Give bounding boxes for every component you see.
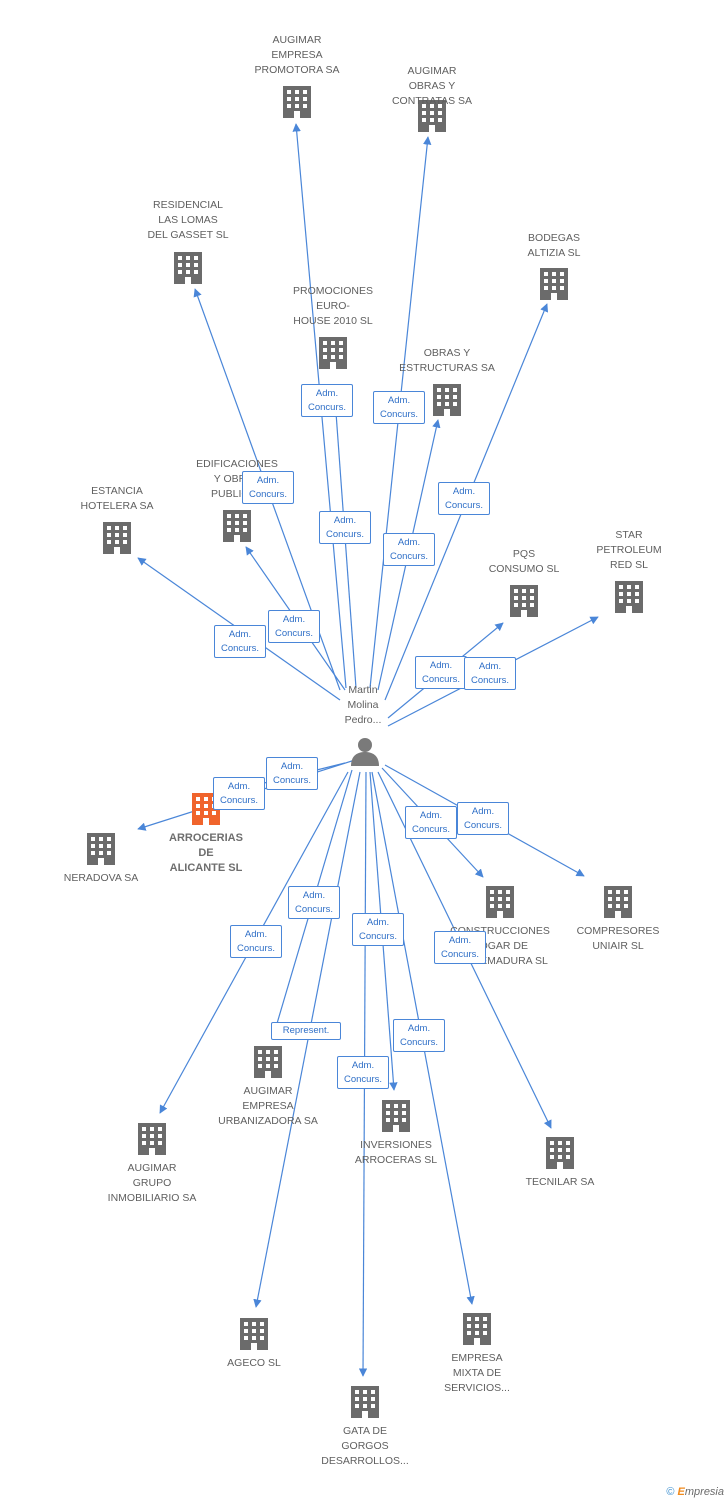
building-icon[interactable] (510, 585, 538, 617)
center-person-label[interactable]: Martin Molina Pedro... (344, 684, 382, 726)
building-icon[interactable] (486, 886, 514, 918)
relation-label-ageco[interactable]: Represent. (271, 1022, 341, 1040)
company-label-augimar_promotora[interactable]: AUGIMAR EMPRESA PROMOTORA SA (254, 34, 340, 76)
company-label-augimar_grupo[interactable]: AUGIMAR GRUPO INMOBILIARIO SA (107, 1162, 197, 1204)
company-label-augimar_urbanizadora[interactable]: AUGIMAR EMPRESA URBANIZADORA SA (218, 1085, 318, 1127)
company-label-obras_estructuras[interactable]: OBRAS Y ESTRUCTURAS SA (399, 347, 495, 374)
building-icon[interactable] (382, 1100, 410, 1132)
relation-label-augimar_grupo[interactable]: Adm. Concurs. (230, 925, 282, 958)
building-icon[interactable] (463, 1313, 491, 1345)
building-icon[interactable] (87, 833, 115, 865)
building-icon[interactable] (604, 886, 632, 918)
relation-label-compresores[interactable]: Adm. Concurs. (457, 802, 509, 835)
building-icon[interactable] (138, 1123, 166, 1155)
company-label-star[interactable]: STAR PETROLEUM RED SL (596, 529, 662, 571)
company-label-arrocerias[interactable]: ARROCERIAS DE ALICANTE SL (169, 832, 243, 874)
relation-label-star[interactable]: Adm. Concurs. (464, 657, 516, 690)
company-label-pqs[interactable]: PQS CONSUMO SL (488, 548, 560, 575)
relation-label-estancia[interactable]: Adm. Concurs. (214, 625, 266, 658)
relation-label-residencial[interactable]: Adm. Concurs. (268, 610, 320, 643)
copyright-icon: © (666, 1486, 675, 1498)
relation-label-obras_estructuras[interactable]: Adm. Concurs. (373, 391, 425, 424)
relation-label-tecnilar[interactable]: Adm. Concurs. (434, 931, 486, 964)
company-label-estancia[interactable]: ESTANCIA HOTELERA SA (80, 485, 154, 512)
relation-label-gata[interactable]: Adm. Concurs. (337, 1056, 389, 1089)
relation-label-augimar_promotora[interactable]: Adm. Concurs. (319, 511, 371, 544)
company-label-residencial[interactable]: RESIDENCIAL LAS LOMAS DEL GASSET SL (147, 199, 229, 241)
relation-label-arrocerias[interactable]: Adm. Concurs. (213, 777, 265, 810)
footer-brand: © Empresia (666, 1486, 724, 1498)
building-icon[interactable] (283, 86, 311, 118)
building-icon[interactable] (433, 384, 461, 416)
brand-logo: Empresia (677, 1486, 724, 1498)
building-icon[interactable] (319, 337, 347, 369)
company-label-compresores[interactable]: COMPRESORES UNIAIR SL (576, 925, 660, 952)
company-label-bodegas[interactable]: BODEGAS ALTIZIA SL (527, 232, 581, 259)
company-label-tecnilar[interactable]: TECNILAR SA (525, 1176, 595, 1188)
company-label-augimar_obras[interactable]: AUGIMAR OBRAS Y CONTRATAS SA (391, 65, 473, 107)
relation-label-bodegas[interactable]: Adm. Concurs. (438, 482, 490, 515)
building-icon[interactable] (254, 1046, 282, 1078)
relation-label-augimar_urbanizadora[interactable]: Adm. Concurs. (288, 886, 340, 919)
person-icon[interactable] (351, 738, 379, 766)
building-icon[interactable] (240, 1318, 268, 1350)
relation-label-pqs[interactable]: Adm. Concurs. (415, 656, 467, 689)
building-icon[interactable] (103, 522, 131, 554)
company-label-inversiones[interactable]: INVERSIONES ARROCERAS SL (354, 1139, 438, 1166)
building-icon[interactable] (174, 252, 202, 284)
company-label-gata[interactable]: GATA DE GORGOS DESARROLLOS... (321, 1425, 409, 1467)
relation-label-empresa_mixta[interactable]: Adm. Concurs. (393, 1019, 445, 1052)
relation-label-inversiones[interactable]: Adm. Concurs. (352, 913, 404, 946)
company-label-neradova[interactable]: NERADOVA SA (63, 872, 139, 884)
relation-label-promociones[interactable]: Adm. Concurs. (301, 384, 353, 417)
building-icon[interactable] (546, 1137, 574, 1169)
building-icon[interactable] (540, 268, 568, 300)
relation-label-edificaciones[interactable]: Adm. Concurs. (242, 471, 294, 504)
building-icon[interactable] (615, 581, 643, 613)
building-icon[interactable] (223, 510, 251, 542)
company-label-promociones[interactable]: PROMOCIONES EURO- HOUSE 2010 SL (293, 285, 373, 327)
relation-label-neradova[interactable]: Adm. Concurs. (266, 757, 318, 790)
company-label-empresa_mixta[interactable]: EMPRESA MIXTA DE SERVICIOS... (444, 1352, 510, 1394)
relation-label-construcciones[interactable]: Adm. Concurs. (405, 806, 457, 839)
company-label-ageco[interactable]: AGECO SL (227, 1357, 281, 1369)
relation-label-augimar_obras[interactable]: Adm. Concurs. (383, 533, 435, 566)
building-icon[interactable] (351, 1386, 379, 1418)
